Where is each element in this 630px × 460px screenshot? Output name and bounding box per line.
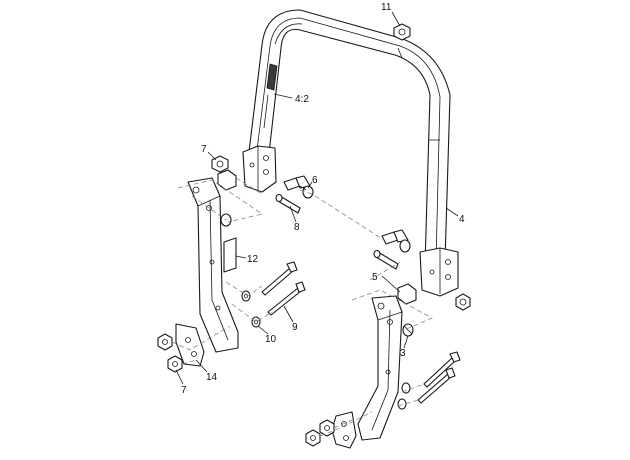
callout-4: 4 bbox=[459, 214, 465, 225]
decal-strip bbox=[266, 63, 278, 91]
left-upright-mount bbox=[187, 177, 239, 353]
spacer-3 bbox=[402, 323, 414, 337]
nut-lower-left-a bbox=[157, 333, 173, 351]
pin-right bbox=[373, 249, 399, 270]
nut-7-bottom bbox=[167, 355, 183, 373]
callout-3: 3 bbox=[400, 348, 406, 359]
bolt-head-upper bbox=[217, 169, 237, 191]
bolt-head-5 bbox=[397, 283, 417, 305]
right-hoop-bracket bbox=[419, 247, 459, 297]
roll-bar-hoop bbox=[247, 9, 451, 266]
callout-8: 8 bbox=[294, 222, 300, 233]
callout-5: 5 bbox=[372, 272, 378, 283]
nut-lower-right-a bbox=[305, 429, 321, 447]
callout-9: 9 bbox=[292, 322, 298, 333]
spacer-12 bbox=[223, 237, 237, 273]
bolt-right-lower bbox=[417, 367, 456, 404]
bolt-9-lower bbox=[267, 281, 306, 316]
callout-labels: 11 4:2 7 6 8 4 12 5 9 10 3 14 7 bbox=[181, 2, 465, 396]
plate-14 bbox=[175, 323, 205, 367]
knob-pin-assembly-right bbox=[381, 229, 411, 253]
leader-lines bbox=[175, 11, 459, 385]
washer-right-b bbox=[397, 398, 407, 410]
nut-right-bracket bbox=[455, 293, 471, 311]
callout-6: 6 bbox=[312, 175, 318, 186]
callout-11: 11 bbox=[381, 2, 392, 13]
alignment-lines bbox=[171, 177, 433, 437]
nut-11 bbox=[393, 23, 411, 41]
callout-10: 10 bbox=[265, 334, 277, 345]
pin-8 bbox=[275, 193, 301, 214]
washer-10-a bbox=[241, 290, 251, 302]
callout-7-top: 7 bbox=[201, 144, 207, 155]
callout-14: 14 bbox=[206, 372, 218, 383]
washer-10-b bbox=[251, 316, 261, 328]
right-upright-mount bbox=[357, 295, 403, 441]
nut-lower-right-b bbox=[319, 419, 335, 437]
left-hoop-bracket bbox=[242, 145, 277, 193]
bolt-right-upper bbox=[423, 351, 461, 388]
washer-right-a bbox=[401, 382, 411, 394]
callout-7-bottom: 7 bbox=[181, 385, 187, 396]
callout-4-2: 4:2 bbox=[295, 94, 309, 105]
bolt-9-upper bbox=[261, 261, 298, 296]
callout-12: 12 bbox=[247, 254, 259, 265]
knob-pin-assembly bbox=[283, 175, 314, 199]
